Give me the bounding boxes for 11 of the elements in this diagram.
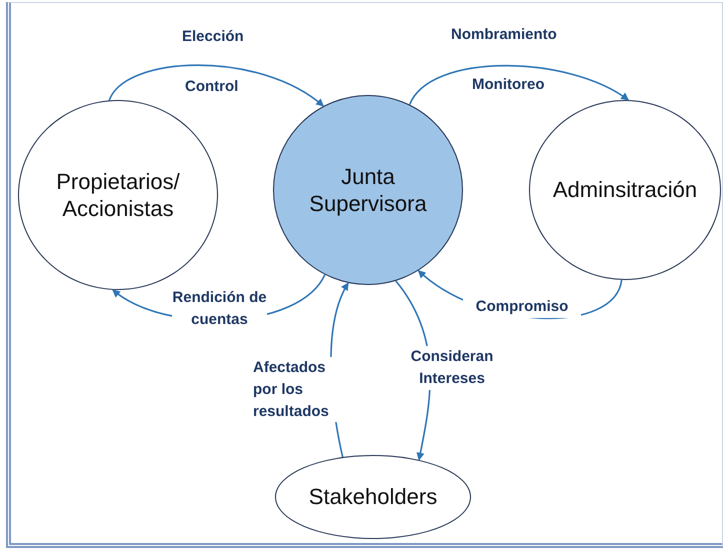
annotation-label: Nombramiento	[451, 26, 557, 43]
node-label: Junta Supervisora	[308, 162, 428, 218]
curved-arrow	[108, 64, 324, 107]
annotation-label: Elección	[182, 28, 244, 45]
node-label: Propietarios/ Accionistas	[55, 168, 181, 222]
annotation-label: Monitoreo	[472, 76, 544, 93]
curved-arrow	[408, 64, 630, 106]
annotation-label: Control	[185, 78, 238, 95]
node-label: Adminsitración	[552, 176, 698, 204]
node-label: Stakeholders	[308, 483, 438, 511]
edge-label: Compromiso	[463, 296, 581, 318]
